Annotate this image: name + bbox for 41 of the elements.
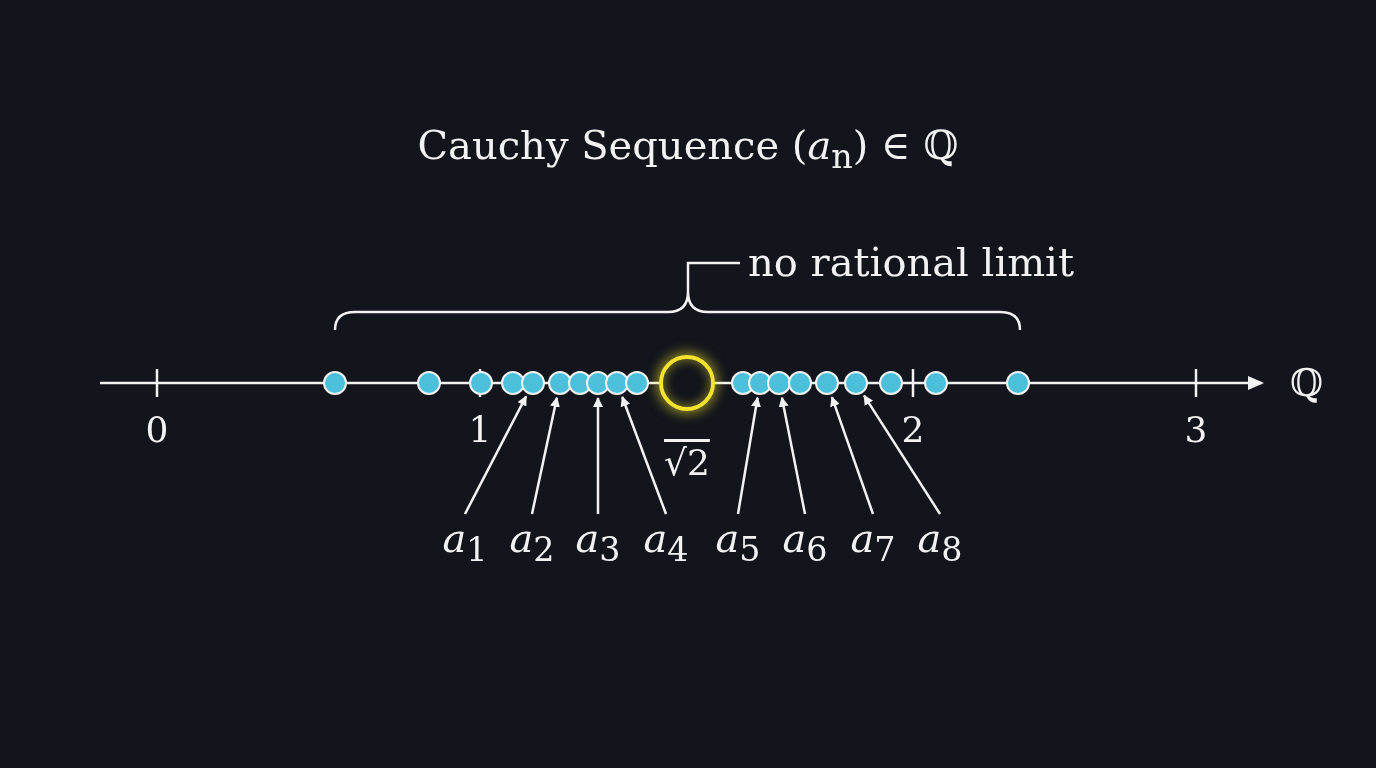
term-label: a$_{3}$ [575, 518, 621, 567]
arrow [593, 397, 603, 514]
arrow [863, 394, 942, 515]
sequence-point [625, 371, 649, 395]
sequence-point [767, 371, 791, 395]
sequence-point [605, 371, 629, 395]
sequence-point [844, 371, 868, 395]
tick-label: 2 [901, 412, 925, 448]
sequence-point [417, 371, 441, 395]
sequence-point [469, 371, 493, 395]
arrow [736, 396, 761, 515]
sequence-point [1006, 371, 1030, 395]
term-label: a$_{7}$ [850, 518, 896, 567]
tick-label: 1 [468, 412, 492, 448]
limit-label: √2 [664, 445, 710, 481]
annotation: no rational limit [748, 242, 1074, 282]
limit-circle [659, 355, 715, 411]
arrow [778, 396, 807, 515]
term-label: a$_{8}$ [917, 518, 963, 567]
arrow [530, 396, 560, 515]
sequence-point [323, 371, 347, 395]
term-label: a$_{6}$ [782, 518, 828, 567]
tick-label: 3 [1184, 412, 1208, 448]
term-label: a$_{2}$ [509, 518, 555, 567]
sequence-point [879, 371, 903, 395]
arrow [620, 396, 668, 515]
sequence-point [788, 371, 812, 395]
term-label: a$_{5}$ [715, 518, 761, 567]
sequence-point [521, 371, 545, 395]
term-label: a$_{1}$ [442, 518, 488, 567]
arrow [463, 395, 528, 515]
sequence-point [548, 371, 572, 395]
sequence-point [501, 371, 525, 395]
title: Cauchy Sequence (a$_{n}$) ∈ ℚ [417, 125, 959, 174]
tick-label: 0 [145, 412, 169, 448]
axis-label: ℚ [1290, 364, 1324, 402]
sequence-point [586, 371, 610, 395]
arrow [830, 396, 875, 515]
term-label: a$_{4}$ [643, 518, 689, 567]
sequence-point [924, 371, 948, 395]
sequence-point [815, 371, 839, 395]
